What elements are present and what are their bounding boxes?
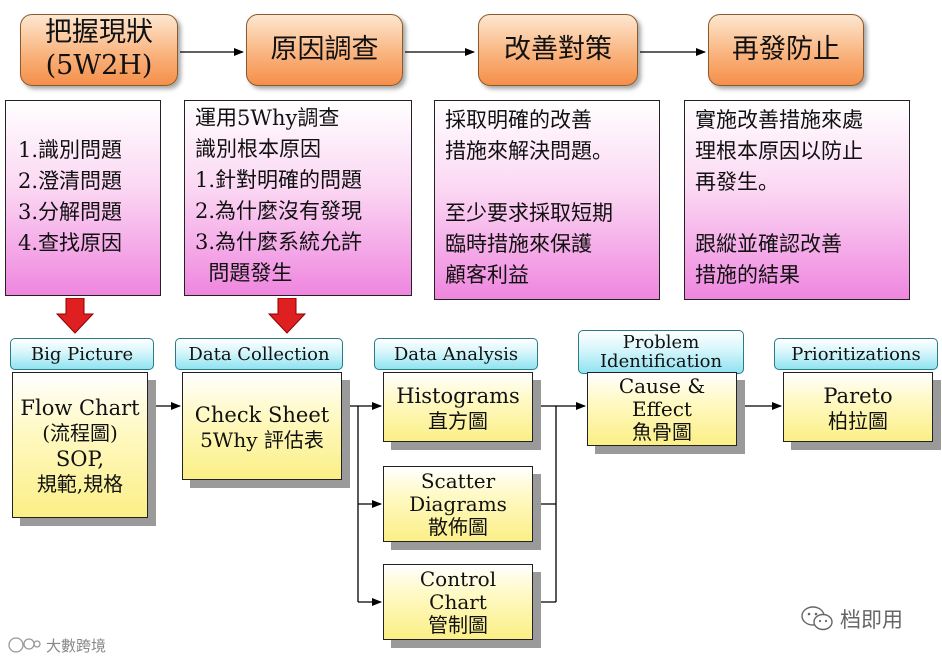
process-step-grasp-situation: 把握現狀 (5W2H): [20, 14, 178, 86]
description-recurrence-prevention: 實施改善措施來處 理根本原因以防止 再發生。 跟縱並確認改善 措施的結果: [684, 100, 910, 300]
watermark-right: 档即用: [800, 604, 903, 634]
watermark-left: 大數跨境: [8, 634, 106, 656]
stage-problem-identification: Problem Identification: [578, 330, 744, 374]
tool-check-sheet: Check Sheet 5Why 評估表: [182, 372, 342, 480]
stage-big-picture: Big Picture: [10, 338, 154, 370]
description-cause-investigation: 運用5Why調查 識別根本原因 1.針對明確的問題 2.為什麼沒有發現 3.為什…: [184, 100, 412, 296]
tool-flow-chart: Flow Chart (流程圖) SOP, 規範,規格: [12, 372, 148, 518]
down-arrow-icon: [56, 298, 94, 334]
tool-scatter-diagrams: Scatter Diagrams 散佈圖: [383, 466, 533, 542]
chat-bubble-icon: [8, 637, 41, 653]
tool-cause-effect: Cause & Effect 魚骨圖: [587, 372, 737, 446]
tool-control-chart: Control Chart 管制圖: [383, 564, 533, 640]
process-step-improvement-measures: 改善對策: [478, 14, 638, 86]
process-step-cause-investigation: 原因調查: [246, 14, 403, 86]
stage-data-analysis: Data Analysis: [374, 338, 538, 370]
tool-pareto: Pareto 柏拉圖: [783, 372, 933, 442]
down-arrow-icon: [268, 298, 306, 334]
process-step-recurrence-prevention: 再發防止: [708, 14, 864, 86]
stage-data-collection: Data Collection: [175, 338, 343, 370]
wechat-icon: [801, 606, 833, 631]
description-improvement-measures: 採取明確的改善 措施來解決問題。 至少要求採取短期 臨時措施來保護 顧客利益: [434, 100, 660, 300]
stage-prioritizations: Prioritizations: [774, 338, 938, 370]
tool-histograms: Histograms 直方圖: [383, 372, 533, 442]
description-grasp-situation: 1.識別問題 2.澄清問題 3.分解問題 4.查找原因: [5, 100, 161, 296]
